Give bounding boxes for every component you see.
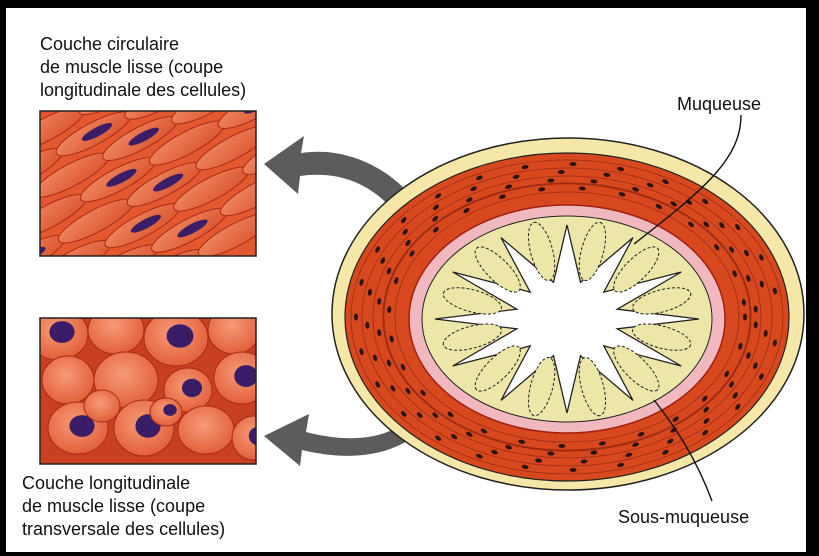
spindle-cell [258,8,342,53]
spindle-cell [6,182,45,241]
cell-nucleus [6,198,23,222]
label-line: transversale des cellules) [22,518,225,541]
muscle-nucleus [354,314,358,321]
label-mucosa: Muqueuse [677,93,761,116]
cell-nucleus [163,404,176,416]
label-circular-muscle: Couche circulaire de muscle lisse (coupe… [40,33,246,102]
label-line: longitudinale des cellules) [40,79,246,102]
label-longitudinal-muscle: Couche longitudinale de muscle lisse (co… [22,472,225,541]
cell-nucleus [234,365,258,387]
spindle-cell [236,36,320,95]
cell-nucleus [38,290,72,314]
figure-frame: Couche circulaire de muscle lisse (coupe… [6,8,806,552]
cell-nucleus [153,258,187,282]
cell-nucleus [240,8,274,29]
muscle-nucleus [743,314,747,321]
round-cell [208,306,260,354]
spindle-cell [6,136,20,195]
cell-nucleus [49,321,74,343]
round-cell [88,306,144,354]
spindle-cell [262,169,346,228]
cell-nucleus [289,97,323,121]
cell-nucleus [242,93,276,117]
cell-nucleus [264,51,298,75]
label-line: de muscle lisse (coupe [22,495,225,518]
round-cell [178,406,234,454]
round-cells [28,306,276,460]
intestine-cross-section [332,138,804,490]
round-cell [42,356,94,404]
spindle-cell [260,82,344,141]
longitudinal-muscle-inset [28,306,276,464]
label-line: Couche longitudinale [22,472,225,495]
label-line: Couche circulaire [40,33,246,56]
cell-nucleus [182,379,202,397]
spindle-cell [282,40,366,99]
spindle-cell [307,86,391,145]
label-submucosa: Sous-muqueuse [618,506,749,529]
cell-nucleus [167,324,194,348]
round-cell [84,390,120,422]
label-line: de muscle lisse (coupe [40,56,246,79]
